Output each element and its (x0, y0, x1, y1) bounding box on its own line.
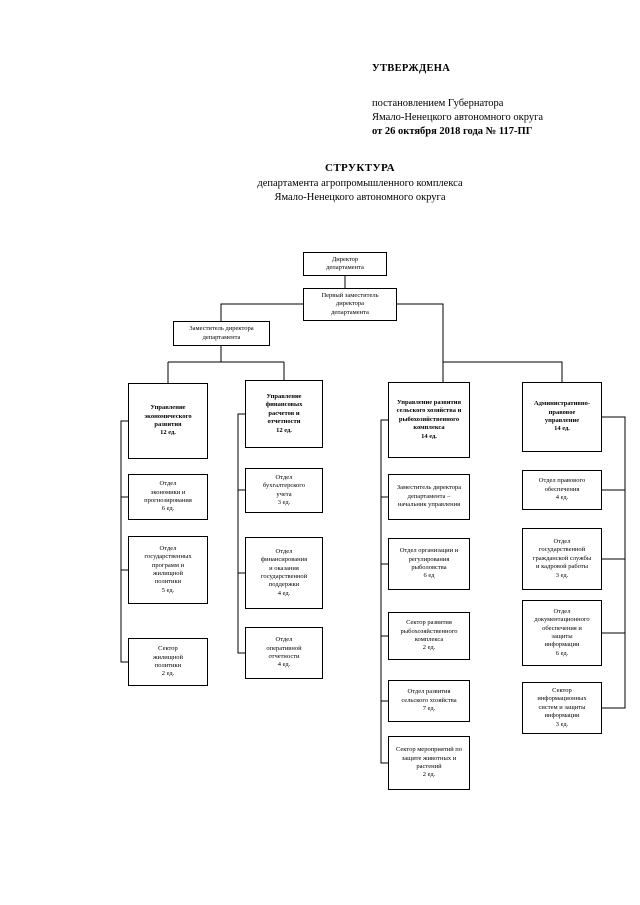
org-box-col1-head: Управление экономического развития 12 ед… (128, 383, 208, 459)
org-box-col4-item4: Сектор информационных систем и защиты ин… (522, 682, 602, 734)
org-box-count: 3 ед. (277, 498, 291, 506)
approval-line: постановлением Губернатора (372, 98, 504, 109)
org-box-count: 7 ед. (422, 705, 436, 713)
org-box-label: Управление экономического развития (144, 404, 192, 428)
document-heading: СТРУКТУРА департамента агропромышленного… (80, 162, 640, 204)
org-box-col1-item3: Сектор жилищной политики 2 ед. (128, 638, 208, 686)
org-box-label: Сектор информационных систем и защиты ин… (537, 686, 587, 720)
org-box-label: Заместитель директора департамента (189, 325, 254, 341)
org-box-label: Сектор жилищной политики (153, 645, 183, 669)
org-box-label: Управление финансовых расчетов и отчетно… (265, 392, 303, 426)
org-box-label: Управление развития сельского хозяйства … (396, 398, 462, 432)
org-box-count: 2 ед. (422, 644, 436, 652)
org-box-col2-head: Управление финансовых расчетов и отчетно… (245, 380, 323, 448)
org-box-count: 12 ед. (160, 429, 176, 437)
org-box-count: 2 ед. (422, 771, 436, 779)
org-box-count: 6 ед. (555, 649, 569, 657)
org-box-count: 14 ед. (554, 425, 570, 433)
org-box-label: Отдел организации и регулирования рыболо… (399, 547, 459, 571)
org-box-col2-item1: Отдел бухгалтерского учета 3 ед. (245, 468, 323, 513)
org-box-col3-item1: Заместитель директора департамента – нач… (388, 474, 470, 520)
page-subtitle: департамента агропромышленного комплекса (257, 178, 463, 189)
org-box-col2-item2: Отдел финансирования и оказания государс… (245, 537, 323, 609)
org-box-label: Отдел правового обеспечения (538, 477, 586, 493)
org-box-label: Административно- правовое управление (533, 400, 591, 424)
org-box-label: Отдел оперативной отчетности (266, 636, 302, 660)
org-box-col4-item2: Отдел государственной гражданской службы… (522, 528, 602, 590)
org-box-label: Директор департамента (326, 255, 364, 271)
org-box-label: Отдел документационного обеспечения и за… (534, 607, 590, 649)
org-box-col1-item2: Отдел государственных программ и жилищно… (128, 536, 208, 604)
org-box-count: 3 ед. (555, 571, 569, 579)
org-box-col4-item3: Отдел документационного обеспечения и за… (522, 600, 602, 666)
org-box-label: Отдел государственной гражданской службы… (532, 537, 592, 571)
org-box-label: Сектор мероприятий по защите животных и … (395, 746, 463, 770)
approval-line: от 26 октября 2018 года № 117-ПГ (372, 126, 533, 137)
org-box-label: Отдел государственных программ и жилищно… (144, 544, 192, 586)
org-box-col3-item5: Сектор мероприятий по защите животных и … (388, 736, 470, 790)
org-box-count: 6 ед. (161, 505, 175, 513)
org-box-label: Первый заместитель директора департамент… (321, 291, 379, 316)
org-box-count: 14 ед. (421, 432, 437, 440)
org-box-count: 4 ед. (277, 589, 291, 597)
org-box-col3-head: Управление развития сельского хозяйства … (388, 382, 470, 458)
org-box-label: Отдел экономики и прогнозирования (144, 480, 192, 504)
org-box-label: Сектор развития рыбохозяйственного компл… (400, 619, 458, 643)
org-box-count: 5 ед. (161, 586, 175, 594)
org-box-count: 12 ед. (276, 426, 292, 434)
org-box-col3-item3: Сектор развития рыбохозяйственного компл… (388, 612, 470, 660)
org-box-first-deputy: Первый заместитель директора департамент… (303, 288, 397, 321)
org-box-count: 4 ед. (555, 494, 569, 502)
org-box-col3-item2: Отдел организации и регулирования рыболо… (388, 538, 470, 590)
org-box-count: 6 ед (423, 572, 435, 580)
org-box-count: 4 ед. (277, 661, 291, 669)
org-box-col1-item1: Отдел экономики и прогнозирования 6 ед. (128, 474, 208, 520)
org-box-col4-item1: Отдел правового обеспечения 4 ед. (522, 470, 602, 510)
approval-line: Ямало-Ненецкого автономного округа (372, 112, 544, 123)
org-box-label: Отдел бухгалтерского учета (262, 473, 306, 498)
approval-block: УТВЕРЖДЕНА постановлением Губернатора Ям… (372, 62, 543, 139)
page-title: СТРУКТУРА (324, 162, 396, 174)
org-box-col4-head: Административно- правовое управление 14 … (522, 382, 602, 452)
org-box-deputy: Заместитель директора департамента (173, 321, 270, 346)
org-box-label: Отдел финансирования и оказания государс… (260, 547, 308, 589)
org-box-director: Директор департамента (303, 252, 387, 276)
org-box-label: Отдел развития сельского хозяйства (401, 688, 457, 704)
org-box-col3-item4: Отдел развития сельского хозяйства 7 ед. (388, 680, 470, 722)
org-box-count: 3 ед. (555, 720, 569, 728)
page-subtitle: Ямало-Ненецкого автономного округа (274, 191, 446, 203)
org-box-count: 2 ед. (161, 670, 175, 678)
approval-stamp: УТВЕРЖДЕНА (372, 63, 451, 74)
org-box-col2-item3: Отдел оперативной отчетности 4 ед. (245, 627, 323, 679)
org-box-label: Заместитель директора департамента – нач… (396, 484, 462, 509)
